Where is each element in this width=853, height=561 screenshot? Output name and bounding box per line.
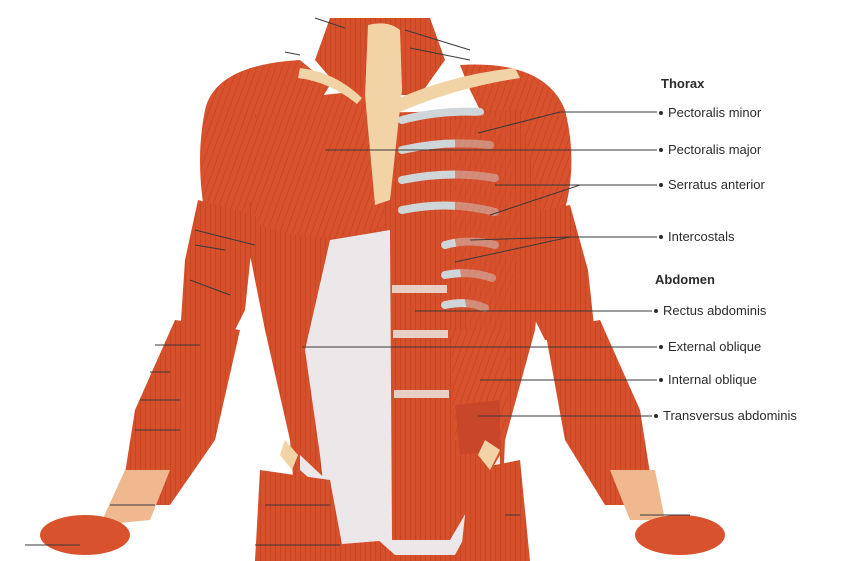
bullet-dot bbox=[659, 183, 663, 187]
pectoralis-major-muscle bbox=[244, 93, 385, 238]
label-text: Transversus abdominis bbox=[663, 408, 797, 423]
label-text: Rectus abdominis bbox=[663, 303, 766, 318]
bullet-dot bbox=[654, 414, 658, 418]
section-title-abdomen: Abdomen bbox=[655, 272, 715, 287]
bullet-dot bbox=[659, 148, 663, 152]
right-hand bbox=[635, 515, 725, 555]
label-rectus-abdominis: Rectus abdominis bbox=[654, 303, 766, 318]
label-pectoralis-major: Pectoralis major bbox=[659, 142, 761, 157]
bullet-dot bbox=[659, 378, 663, 382]
section-title-thorax: Thorax bbox=[661, 76, 704, 91]
bullet-dot bbox=[659, 111, 663, 115]
rectus-abdominis-muscle bbox=[392, 220, 450, 545]
label-text: Pectoralis minor bbox=[668, 105, 761, 120]
label-transversus-abdominis: Transversus abdominis bbox=[654, 408, 797, 423]
label-external-oblique: External oblique bbox=[659, 339, 761, 354]
left-upper-arm bbox=[180, 200, 255, 340]
bullet-dot bbox=[654, 309, 658, 313]
label-text: Pectoralis major bbox=[668, 142, 761, 157]
label-internal-oblique: Internal oblique bbox=[659, 372, 757, 387]
label-pectoralis-minor: Pectoralis minor bbox=[659, 105, 761, 120]
right-thigh bbox=[460, 460, 530, 561]
left-hand bbox=[40, 515, 130, 555]
label-text: Serratus anterior bbox=[668, 177, 765, 192]
label-text: External oblique bbox=[668, 339, 761, 354]
bullet-dot bbox=[659, 345, 663, 349]
label-intercostals: Intercostals bbox=[659, 229, 734, 244]
label-serratus-anterior: Serratus anterior bbox=[659, 177, 765, 192]
label-text: Intercostals bbox=[668, 229, 734, 244]
bullet-dot bbox=[659, 235, 663, 239]
label-text: Internal oblique bbox=[668, 372, 757, 387]
